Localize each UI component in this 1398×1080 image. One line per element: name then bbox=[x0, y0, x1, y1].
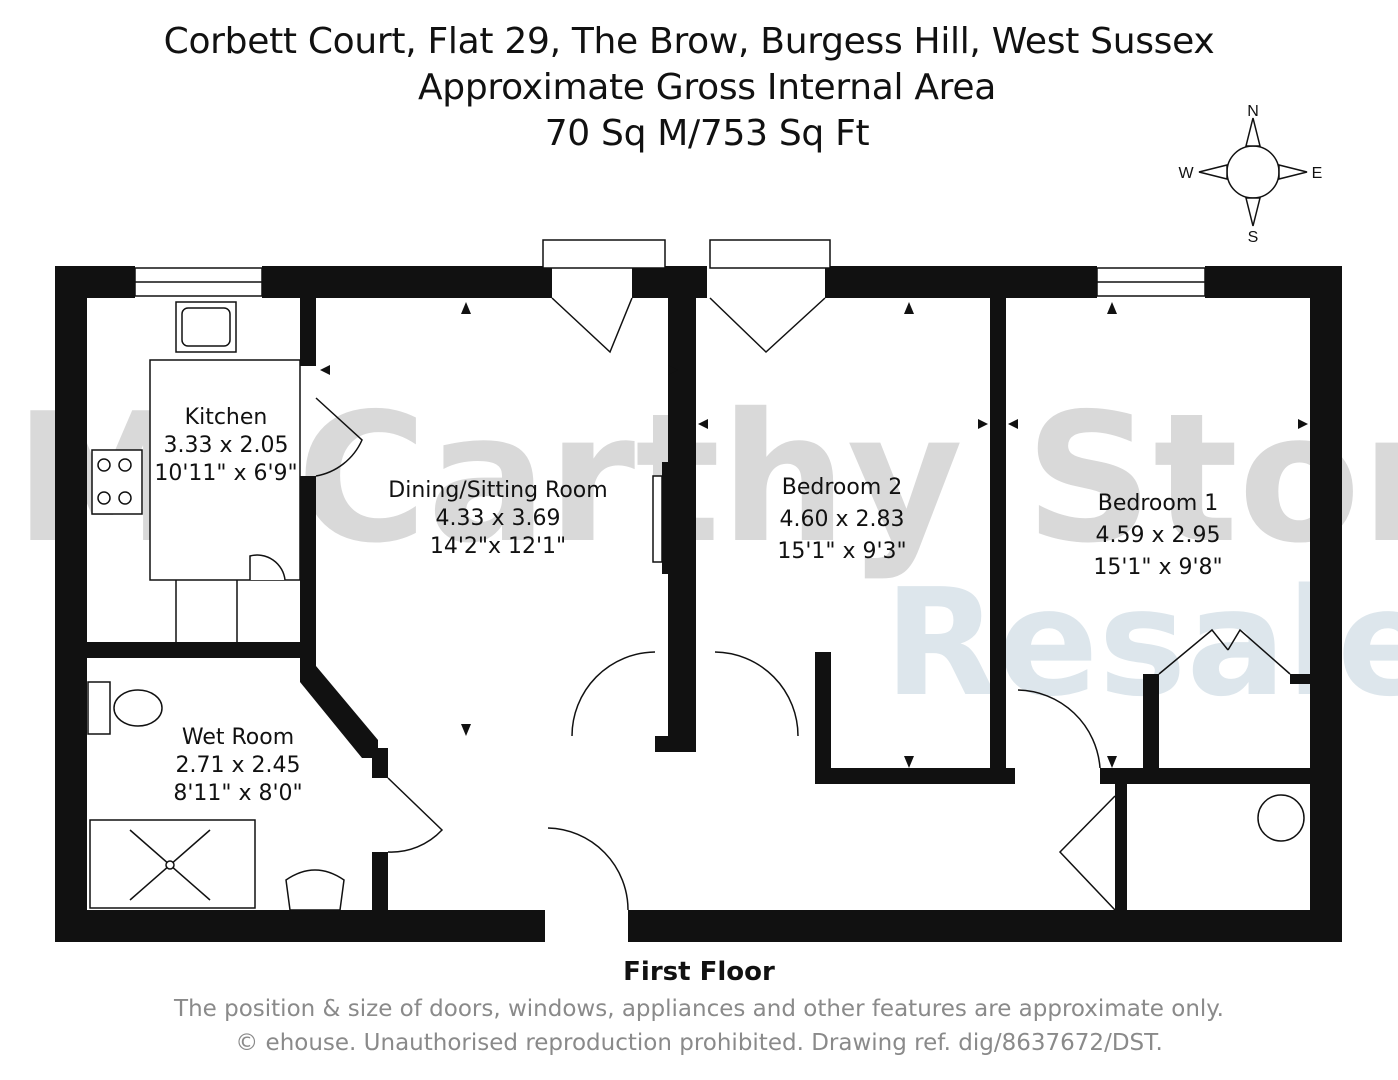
wetroom-metric: 2.71 x 2.45 bbox=[176, 753, 301, 778]
compass-icon bbox=[1198, 117, 1308, 227]
floor-label: First Floor bbox=[623, 957, 775, 987]
compass-w: W bbox=[1178, 165, 1194, 182]
area-value: 70 Sq M/753 Sq Ft bbox=[544, 113, 870, 154]
dining-imperial: 14'2"x 12'1" bbox=[430, 534, 566, 559]
bedroom1-imperial: 15'1" x 9'8" bbox=[1093, 555, 1222, 580]
dining-metric: 4.33 x 3.69 bbox=[436, 506, 561, 531]
room-kitchen: Kitchen 3.33 x 2.05 10'11" x 6'9" bbox=[154, 405, 297, 486]
compass-e: E bbox=[1312, 165, 1323, 182]
bedroom1-name: Bedroom 1 bbox=[1098, 491, 1219, 516]
room-bedroom1: Bedroom 1 4.59 x 2.95 15'1" x 9'8" bbox=[1093, 491, 1222, 580]
compass-s: S bbox=[1248, 229, 1259, 246]
kitchen-imperial: 10'11" x 6'9" bbox=[154, 461, 297, 486]
dining-name: Dining/Sitting Room bbox=[388, 478, 607, 503]
kitchen-metric: 3.33 x 2.05 bbox=[164, 433, 289, 458]
bedroom2-metric: 4.60 x 2.83 bbox=[780, 507, 905, 532]
doors bbox=[315, 297, 1291, 911]
room-wetroom: Wet Room 2.71 x 2.45 8'11" x 8'0" bbox=[173, 725, 302, 806]
copyright-note: © ehouse. Unauthorised reproduction proh… bbox=[235, 1030, 1163, 1056]
boiler-cylinder bbox=[1257, 794, 1305, 842]
wetroom-imperial: 8'11" x 8'0" bbox=[173, 781, 302, 806]
fireplace bbox=[652, 475, 663, 563]
walls bbox=[55, 266, 1342, 942]
kitchen-fittings bbox=[91, 301, 301, 642]
area-title: Approximate Gross Internal Area bbox=[417, 67, 997, 108]
disclaimer-note: The position & size of doors, windows, a… bbox=[174, 996, 1224, 1022]
bedroom2-name: Bedroom 2 bbox=[782, 475, 903, 500]
bedroom2-imperial: 15'1" x 9'3" bbox=[777, 539, 906, 564]
room-dining: Dining/Sitting Room 4.33 x 3.69 14'2"x 1… bbox=[388, 478, 607, 559]
windows bbox=[134, 239, 1206, 297]
plan-address-title: Corbett Court, Flat 29, The Brow, Burges… bbox=[163, 21, 1215, 62]
dimension-markers bbox=[320, 302, 1308, 768]
room-bedroom2: Bedroom 2 4.60 x 2.83 15'1" x 9'3" bbox=[777, 475, 906, 564]
kitchen-name: Kitchen bbox=[185, 405, 268, 430]
wetroom-name: Wet Room bbox=[182, 725, 294, 750]
wetroom-fittings bbox=[87, 681, 345, 911]
compass-n: N bbox=[1247, 103, 1259, 120]
bedroom1-metric: 4.59 x 2.95 bbox=[1096, 523, 1221, 548]
